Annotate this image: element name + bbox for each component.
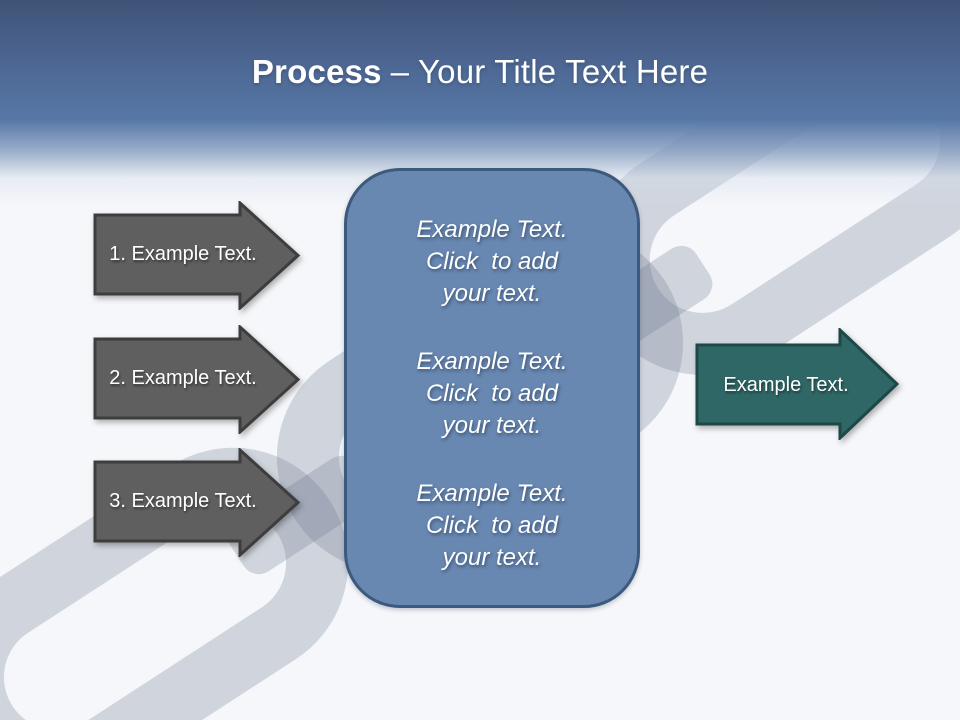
slide-title: Process– Your Title Text Here — [0, 52, 960, 92]
title-regular-text: – Your Title Text Here — [390, 53, 709, 90]
right-arrow-shape-icon — [93, 201, 301, 310]
box-paragraph: Example Text. Click to add your text. — [416, 480, 568, 571]
title-bold-text: Process — [251, 53, 382, 90]
box-paragraph: Example Text. Click to add your text. — [416, 216, 568, 307]
center-text-box[interactable]: Example Text. Click to add your text. Ex… — [344, 168, 640, 608]
process-step-arrow-3[interactable]: 3. Example Text. — [93, 448, 301, 557]
right-arrow-shape-icon — [93, 325, 301, 434]
step-label: 1. Example Text. — [109, 243, 257, 265]
step-label: 2. Example Text. — [109, 367, 257, 389]
box-paragraph: Example Text. Click to add your text. — [416, 348, 568, 439]
process-step-arrow-1[interactable]: 1. Example Text. — [93, 201, 301, 310]
right-arrow-shape-icon — [695, 328, 899, 440]
result-label: Example Text. — [723, 373, 849, 396]
step-label: 3. Example Text. — [109, 490, 257, 512]
process-step-arrow-2[interactable]: 2. Example Text. — [93, 325, 301, 434]
result-arrow[interactable]: Example Text. — [695, 328, 899, 440]
right-arrow-shape-icon — [93, 448, 301, 557]
